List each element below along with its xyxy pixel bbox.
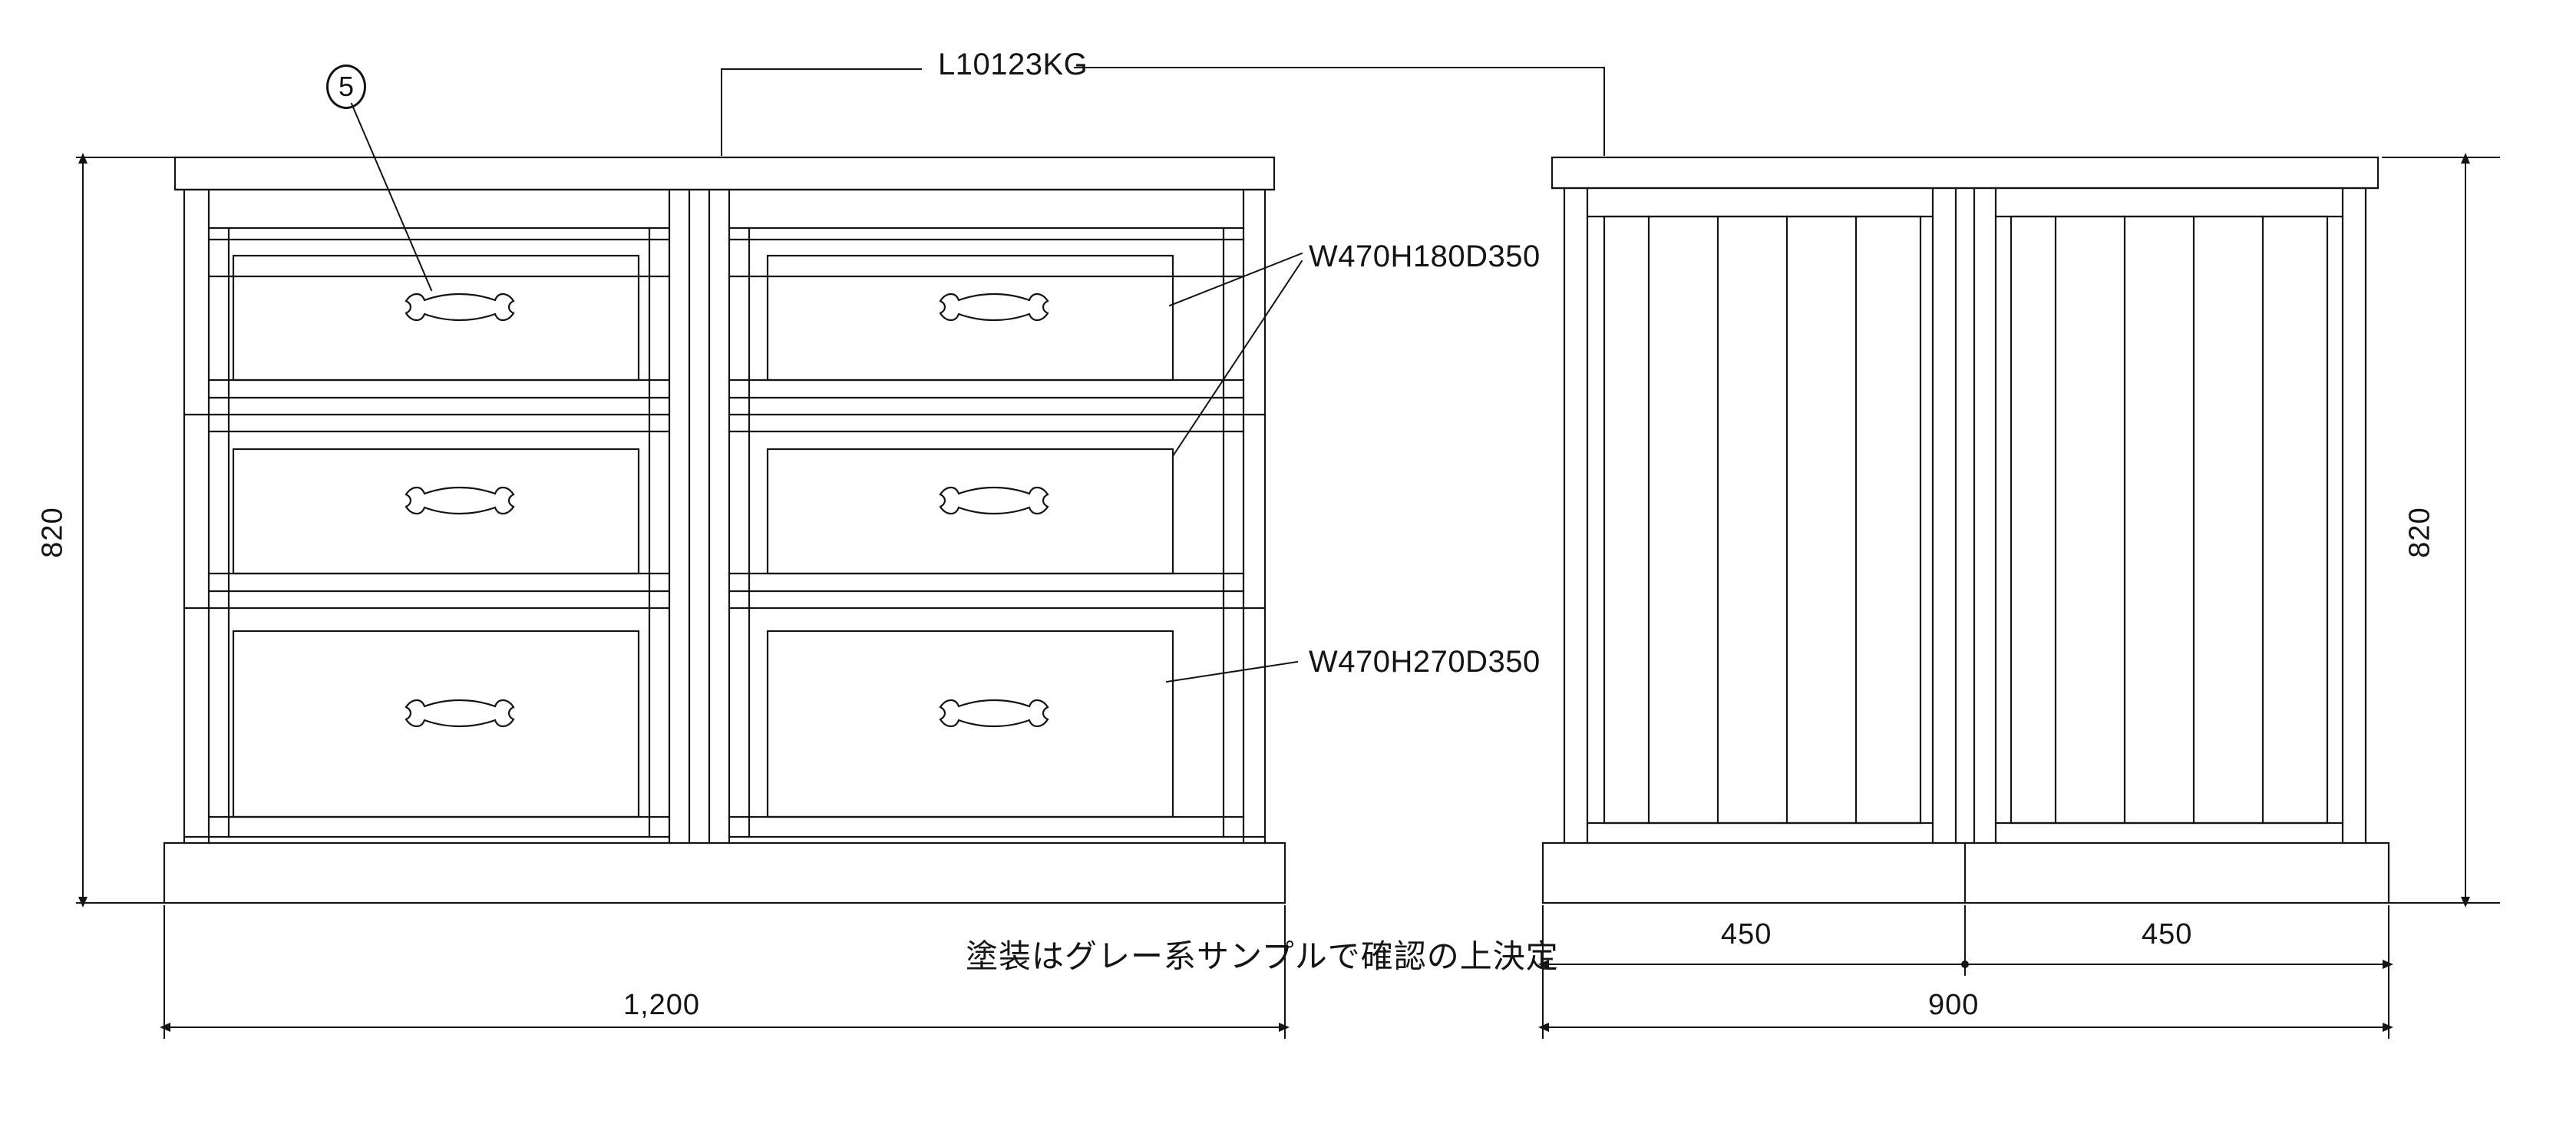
- leader-lines: [350, 67, 1605, 683]
- front-elevation-geometry: [163, 156, 1286, 904]
- paint-note-jp: 塗装はグレー系サンプルで確認の上決定: [966, 937, 1559, 975]
- rear-overall-width-dimension: 900: [1928, 989, 1980, 1021]
- rear-right-panel-dimension: 450: [2142, 918, 2193, 950]
- title-label: L10123KG: [938, 48, 1088, 81]
- rear-elevation-geometry: [1541, 156, 2390, 904]
- balloon-marker-5: 5: [326, 64, 366, 109]
- rear-height-dimension: 820: [2403, 507, 2436, 558]
- front-height-dimension: 820: [36, 507, 69, 558]
- dimension-lines: [76, 153, 2500, 1039]
- callout-top-drawer-size: W470H180D350: [1309, 240, 1541, 273]
- drawer-pull-icons: [405, 293, 1049, 728]
- rear-left-panel-dimension: 450: [1721, 918, 1772, 950]
- callout-bottom-drawer-size: W470H270D350: [1309, 645, 1541, 679]
- front-width-dimension: 1,200: [623, 989, 701, 1021]
